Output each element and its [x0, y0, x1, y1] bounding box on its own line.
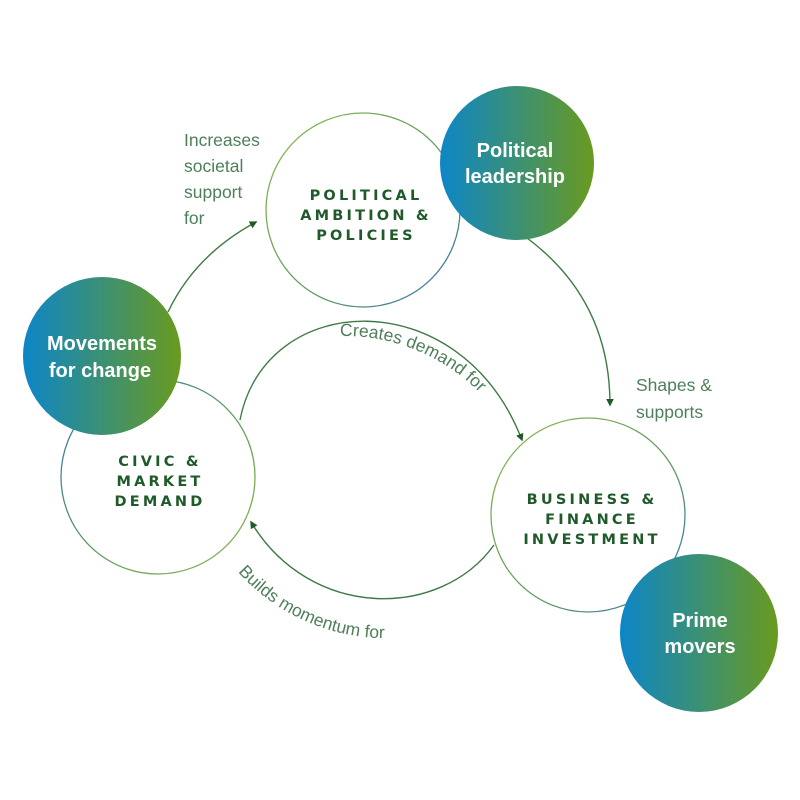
stage-business-line-2: FINANCE	[545, 512, 639, 528]
arrow-creates	[239, 320, 524, 442]
flow-creates-text: Creates demand for	[340, 320, 491, 396]
arrow-shapes	[526, 237, 614, 407]
arrow-increases	[167, 221, 258, 313]
stage-civic-line-2: MARKET	[116, 474, 203, 490]
flow-increases-line-1: Increases	[184, 130, 260, 150]
flow-shapes-line-1: Shapes &	[636, 375, 712, 395]
arrow-builds	[250, 520, 495, 600]
flow-label-builds: Builds momentum for	[235, 561, 385, 642]
stage-political-line-1: POLITICAL	[310, 188, 423, 204]
actor-prime-line-2: movers	[664, 636, 735, 658]
actor-political-line-2: leadership	[465, 166, 565, 188]
stage-political-line-2: AMBITION &	[300, 208, 432, 224]
actor-movements-for-change: Movements for change	[23, 277, 181, 435]
flow-label-creates: Creates demand for	[340, 320, 491, 396]
flow-builds-text: Builds momentum for	[235, 561, 385, 642]
flow-shapes-line-2: supports	[636, 402, 703, 422]
stage-business-line-3: INVESTMENT	[523, 532, 660, 548]
stage-civic-line-1: CIVIC &	[118, 454, 201, 470]
actor-movements-line-1: Movements	[47, 333, 157, 355]
actor-prime-movers: Prime movers	[620, 554, 778, 712]
flow-label-increases: Increases societal support for	[184, 130, 260, 228]
stage-business-finance: BUSINESS & FINANCE INVESTMENT	[490, 417, 686, 613]
stage-political-ambition: POLITICAL AMBITION & POLICIES	[265, 112, 461, 308]
stage-political-line-3: POLICIES	[316, 228, 416, 244]
stage-civic-line-3: DEMAND	[115, 494, 206, 510]
actor-political-line-1: Political	[477, 140, 554, 162]
actor-political-leadership: Political leadership	[440, 86, 594, 240]
actor-prime-line-1: Prime	[672, 610, 728, 632]
flow-increases-line-3: support	[184, 182, 243, 202]
flow-increases-line-2: societal	[184, 156, 243, 176]
flow-label-shapes: Shapes & supports	[636, 375, 712, 422]
flow-increases-line-4: for	[184, 208, 205, 228]
actor-movements-line-2: for change	[49, 360, 151, 382]
stage-business-line-1: BUSINESS &	[527, 492, 658, 508]
